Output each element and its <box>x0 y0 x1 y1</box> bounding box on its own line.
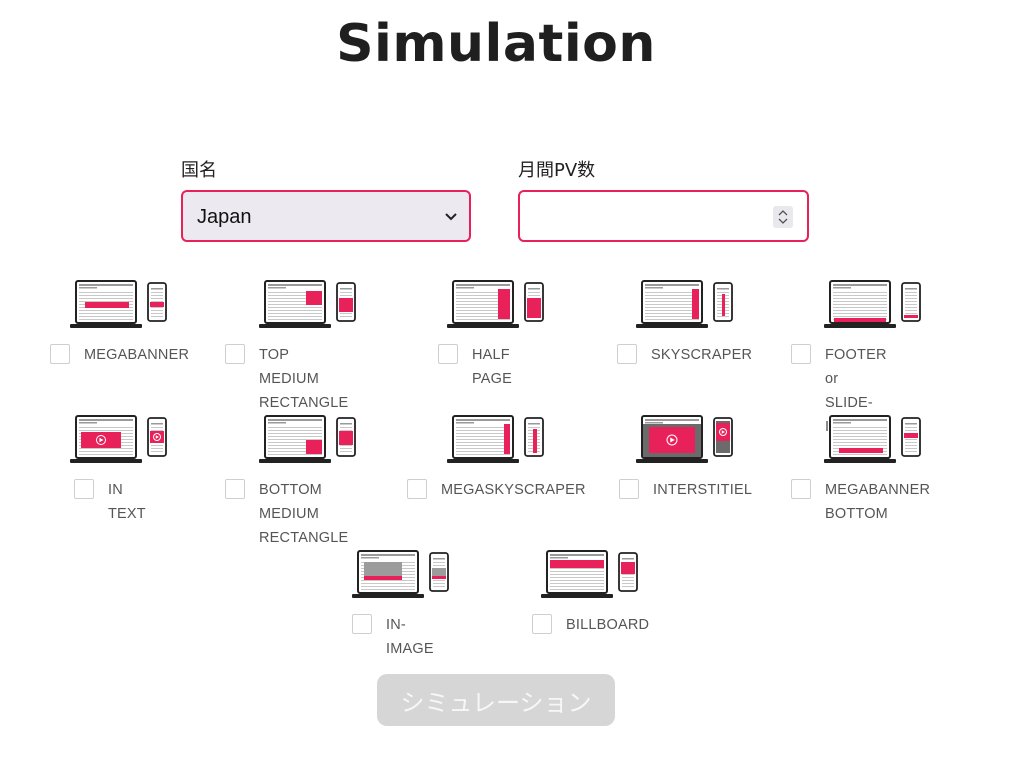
megabanner-checkbox[interactable] <box>50 344 70 364</box>
megabanner-bottom-label-line: BOTTOM <box>825 506 888 522</box>
megaskyscraper-label[interactable]: MEGASKYSCRAPER <box>441 478 586 502</box>
megabanner-label[interactable]: MEGABANNER <box>84 343 189 367</box>
top-medium-rectangle-label-line: TOP MEDIUM <box>259 347 320 387</box>
billboard-label[interactable]: BILLBOARD <box>566 613 649 637</box>
half-page-icon <box>447 280 544 328</box>
megabanner-bottom-icon <box>824 415 921 463</box>
bottom-medium-rectangle-label-line: RECTANGLE <box>259 530 349 546</box>
top-medium-rectangle-label[interactable]: TOP MEDIUM RECTANGLE <box>259 343 348 415</box>
bottom-medium-rectangle-label[interactable]: BOTTOM MEDIUM RECTANGLE <box>259 478 348 550</box>
interstitiel-icon <box>636 415 733 463</box>
skyscraper-checkbox[interactable] <box>617 344 637 364</box>
interstitiel-checkbox[interactable] <box>619 479 639 499</box>
top-medium-rectangle-label-line: RECTANGLE <box>259 395 349 411</box>
top-medium-rectangle-icon <box>259 280 356 328</box>
chevron-down-icon <box>445 213 457 221</box>
half-page-label[interactable]: HALF PAGE <box>472 343 512 391</box>
in-text-icon <box>70 415 167 463</box>
skyscraper-label-line: SKYSCRAPER <box>651 347 753 363</box>
skyscraper-label[interactable]: SKYSCRAPER <box>651 343 752 367</box>
megaskyscraper-icon <box>447 415 544 463</box>
page-title: Simulation <box>336 14 656 74</box>
billboard-checkbox[interactable] <box>532 614 552 634</box>
in-image-checkbox[interactable] <box>352 614 372 634</box>
number-spinner-icon[interactable] <box>773 206 793 228</box>
in-text-label[interactable]: IN TEXT <box>108 478 146 526</box>
bottom-medium-rectangle-icon <box>259 415 356 463</box>
country-select-value: Japan <box>197 206 252 228</box>
megaskyscraper-checkbox[interactable] <box>407 479 427 499</box>
country-select[interactable]: Japan <box>181 190 471 242</box>
megabanner-icon <box>70 280 167 328</box>
pageviews-label: 月間PV数 <box>518 160 596 181</box>
simulation-button[interactable]: シミュレーション <box>377 674 615 726</box>
footer-or-slide-in-label[interactable]: FOOTER or SLIDE-IN <box>825 343 887 439</box>
in-image-icon <box>352 550 449 598</box>
skyscraper-icon <box>636 280 733 328</box>
in-text-label-line: IN TEXT <box>108 482 146 522</box>
interstitiel-label[interactable]: INTERSTITIEL <box>653 478 752 502</box>
interstitiel-label-line: INTERSTITIEL <box>653 482 753 498</box>
megabanner-bottom-label-line: MEGABANNER <box>825 482 931 498</box>
billboard-label-line: BILLBOARD <box>566 617 650 633</box>
top-medium-rectangle-checkbox[interactable] <box>225 344 245 364</box>
footer-or-slide-in-checkbox[interactable] <box>791 344 811 364</box>
megaskyscraper-label-line: MEGASKYSCRAPER <box>441 482 586 498</box>
bottom-medium-rectangle-label-line: BOTTOM MEDIUM <box>259 482 322 522</box>
country-label: 国名 <box>181 160 217 181</box>
pageviews-input[interactable] <box>518 190 809 242</box>
in-text-checkbox[interactable] <box>74 479 94 499</box>
half-page-label-line: HALF PAGE <box>472 347 513 387</box>
half-page-checkbox[interactable] <box>438 344 458 364</box>
megabanner-label-line: MEGABANNER <box>84 347 190 363</box>
megabanner-bottom-checkbox[interactable] <box>791 479 811 499</box>
bottom-medium-rectangle-checkbox[interactable] <box>225 479 245 499</box>
footer-or-slide-in-icon <box>824 280 921 328</box>
footer-or-slide-in-label-line: FOOTER or SLIDE- <box>825 347 887 411</box>
megabanner-bottom-label[interactable]: MEGABANNER BOTTOM <box>825 478 930 526</box>
in-image-label-line: IN-IMAGE <box>386 617 434 657</box>
in-image-label[interactable]: IN-IMAGE <box>386 613 434 661</box>
billboard-icon <box>541 550 638 598</box>
